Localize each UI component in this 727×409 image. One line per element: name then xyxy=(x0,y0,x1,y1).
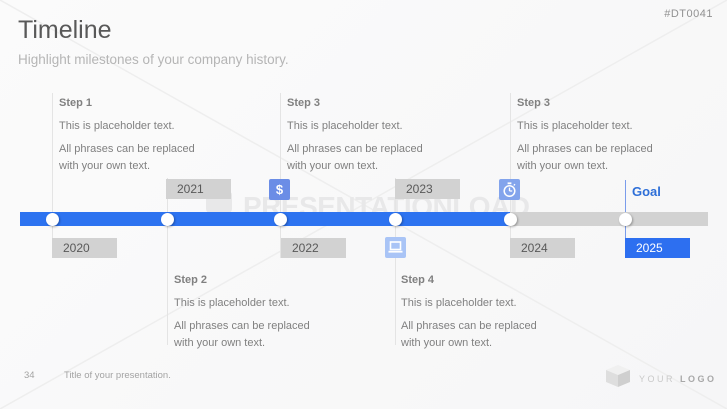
cube-logo-icon xyxy=(606,365,631,393)
step-text-2: All phrases can be replaced with your ow… xyxy=(287,143,423,172)
year-label-2023: 2023 xyxy=(395,179,460,199)
connector-line-step5 xyxy=(510,93,511,258)
connector-line-step2 xyxy=(167,178,168,345)
step-text-1: This is placeholder text. xyxy=(401,297,517,309)
laptop-icon xyxy=(385,237,406,258)
step-text-1: This is placeholder text. xyxy=(517,120,633,132)
step-label: Step 3 xyxy=(287,97,321,109)
step-text-2: All phrases can be replaced with your ow… xyxy=(59,143,195,172)
step-text-1: This is placeholder text. xyxy=(287,120,403,132)
page-subtitle: Highlight milestones of your company his… xyxy=(18,52,289,67)
page-number: 34 xyxy=(24,370,35,381)
timeline-marker-2020 xyxy=(46,213,59,226)
step-label: Step 1 xyxy=(59,97,93,109)
goal-label: Goal xyxy=(632,184,661,199)
year-label-2024: 2024 xyxy=(510,238,575,258)
timeline-marker-2021 xyxy=(161,213,174,226)
step-block-2: Step 2 This is placeholder text. All phr… xyxy=(174,272,334,358)
logo-text-your: YOUR xyxy=(639,374,681,384)
step-block-5: Step 3 This is placeholder text. All phr… xyxy=(517,95,677,181)
step-text-2: All phrases can be replaced with your ow… xyxy=(174,320,310,349)
step-label: Step 3 xyxy=(517,97,551,109)
logo-text-logo: LOGO xyxy=(680,374,717,384)
timeline-bar-remaining xyxy=(510,212,708,226)
step-text-2: All phrases can be replaced with your ow… xyxy=(517,143,653,172)
connector-line-goal xyxy=(625,180,626,238)
step-text-1: This is placeholder text. xyxy=(59,120,175,132)
stopwatch-icon xyxy=(499,179,520,200)
step-block-3: Step 3 This is placeholder text. All phr… xyxy=(287,95,447,181)
connector-line-step3 xyxy=(280,93,281,258)
step-block-1: Step 1 This is placeholder text. All phr… xyxy=(59,95,219,181)
timeline-marker-2022 xyxy=(274,213,287,226)
step-label: Step 4 xyxy=(401,274,435,286)
timeline-bar-progress xyxy=(20,212,510,226)
dollar-icon: $ xyxy=(269,179,290,200)
timeline-marker-2024 xyxy=(504,213,517,226)
timeline-marker-2025 xyxy=(619,213,632,226)
year-label-2021: 2021 xyxy=(166,179,231,199)
logo-block: YOUR LOGO xyxy=(606,365,717,393)
template-code: #DT0041 xyxy=(664,8,713,20)
step-block-4: Step 4 This is placeholder text. All phr… xyxy=(401,272,561,358)
year-label-2022: 2022 xyxy=(281,238,346,258)
timeline-marker-2023 xyxy=(389,213,402,226)
footer-presentation-title: Title of your presentation. xyxy=(64,370,171,381)
step-label: Step 2 xyxy=(174,274,208,286)
year-label-2025-goal: 2025 xyxy=(625,238,690,258)
logo-text: YOUR LOGO xyxy=(639,374,717,384)
page-title: Timeline xyxy=(18,16,112,44)
connector-line-step4 xyxy=(395,178,396,345)
year-label-2020: 2020 xyxy=(52,238,117,258)
connector-line-step1 xyxy=(52,93,53,238)
step-text-2: All phrases can be replaced with your ow… xyxy=(401,320,537,349)
step-text-1: This is placeholder text. xyxy=(174,297,290,309)
dollar-glyph: $ xyxy=(275,182,284,197)
